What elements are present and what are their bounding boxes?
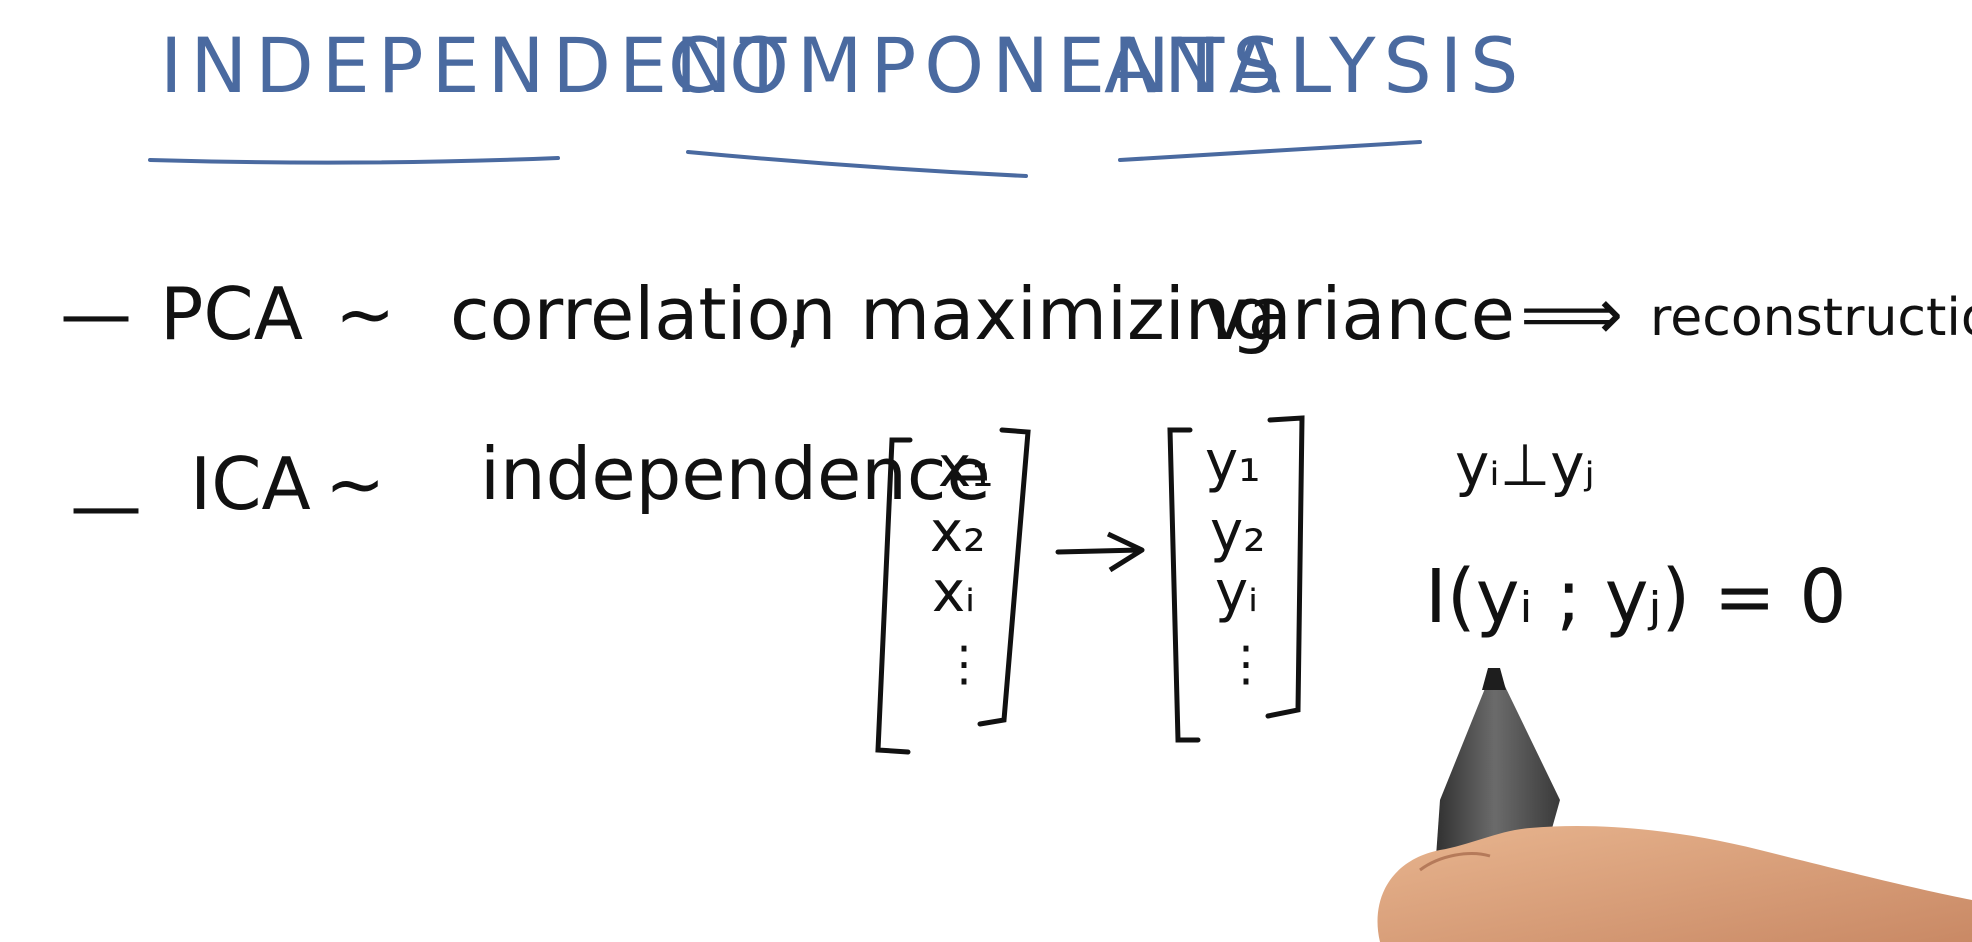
marker-pen-tip	[1482, 668, 1506, 690]
y-vector-left-bracket	[1167, 427, 1201, 743]
pca-term-maximizing: maximizing	[860, 272, 1277, 356]
x-vector-left-bracket	[875, 437, 913, 755]
x-vector-right-bracket	[977, 427, 1031, 727]
mapping-arrow-head	[1106, 531, 1145, 573]
finger-crease	[1419, 852, 1491, 872]
hand-fingers	[1377, 826, 1972, 942]
independence-relation: yᵢ⊥yⱼ	[1455, 431, 1595, 499]
mutual-information-equation: I(yᵢ ; yⱼ) = 0	[1425, 554, 1847, 640]
pca-term-correlation: correlation	[450, 272, 837, 356]
title-word-analysis: ANALYSIS	[1104, 21, 1527, 110]
ica-label: ICA	[190, 442, 311, 526]
pca-label: PCA	[160, 272, 303, 356]
x-vector-entry-2: x₂	[930, 500, 986, 565]
x-vector-entry-i: xᵢ	[932, 560, 976, 625]
mapping-arrow-shaft	[1055, 547, 1143, 555]
pca-implies-arrow: ⟹	[1520, 272, 1624, 356]
pca-term-reconstruction: reconstruction	[1650, 288, 1972, 348]
y-vector-ellipsis: ⋮	[1222, 636, 1270, 692]
pca-tilde: ~	[335, 272, 396, 356]
title-word-components: COMPONENTS	[668, 21, 1289, 110]
y-vector-entry-2: y₂	[1210, 500, 1266, 565]
y-vector-right-bracket	[1265, 415, 1305, 719]
pca-term-variance: variance	[1205, 272, 1515, 356]
title-underline-1	[148, 156, 560, 165]
ica-bullet: —	[70, 464, 142, 548]
ica-tilde: ~	[325, 442, 386, 526]
x-vector-ellipsis: ⋮	[940, 636, 988, 692]
title-underline-2	[686, 150, 1028, 178]
title-word-independent: INDEPENDENT	[160, 21, 795, 110]
x-vector-entry-1: x₁	[938, 435, 994, 500]
ica-term-independence: independence	[480, 432, 991, 516]
pca-comma: ,	[785, 272, 808, 356]
y-vector-entry-1: y₁	[1205, 430, 1261, 495]
y-vector-entry-i: yᵢ	[1215, 560, 1259, 625]
title-underline-3	[1118, 140, 1422, 162]
pca-bullet: —	[60, 272, 132, 356]
